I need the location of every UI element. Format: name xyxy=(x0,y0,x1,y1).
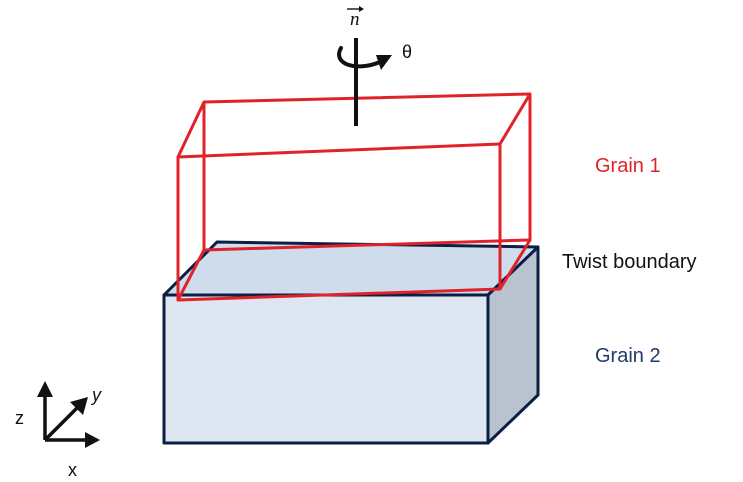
twist-boundary-label: Twist boundary xyxy=(562,251,697,273)
grain2-front-face xyxy=(162,293,490,445)
y-axis-label: y xyxy=(90,385,102,405)
z-arrowhead-icon xyxy=(37,381,53,397)
grain1-back-face xyxy=(202,92,532,252)
grain1-edge xyxy=(498,239,532,290)
rotation-arrowhead-icon xyxy=(376,55,392,70)
rotation-arrow-icon xyxy=(337,46,382,69)
y-axis-line xyxy=(43,405,80,442)
y-arrowhead-icon xyxy=(70,397,88,415)
grain2-block xyxy=(162,240,540,445)
grain2-label: Grain 2 xyxy=(595,345,661,367)
z-axis-label: z xyxy=(15,408,24,428)
grain1-label: Grain 1 xyxy=(595,155,661,177)
vector-arrowhead-icon xyxy=(359,6,364,12)
vector-n-label: n xyxy=(350,9,360,30)
grain1-edge xyxy=(176,249,206,301)
grain1-edge xyxy=(498,93,532,145)
coordinate-axes xyxy=(37,381,100,448)
x-arrowhead-icon xyxy=(85,432,100,448)
x-axis-label: x xyxy=(68,460,77,480)
rotation-axis: n θ xyxy=(337,6,412,126)
grain1-block xyxy=(176,92,532,302)
theta-label: θ xyxy=(402,42,412,62)
grain1-edge xyxy=(176,101,206,158)
